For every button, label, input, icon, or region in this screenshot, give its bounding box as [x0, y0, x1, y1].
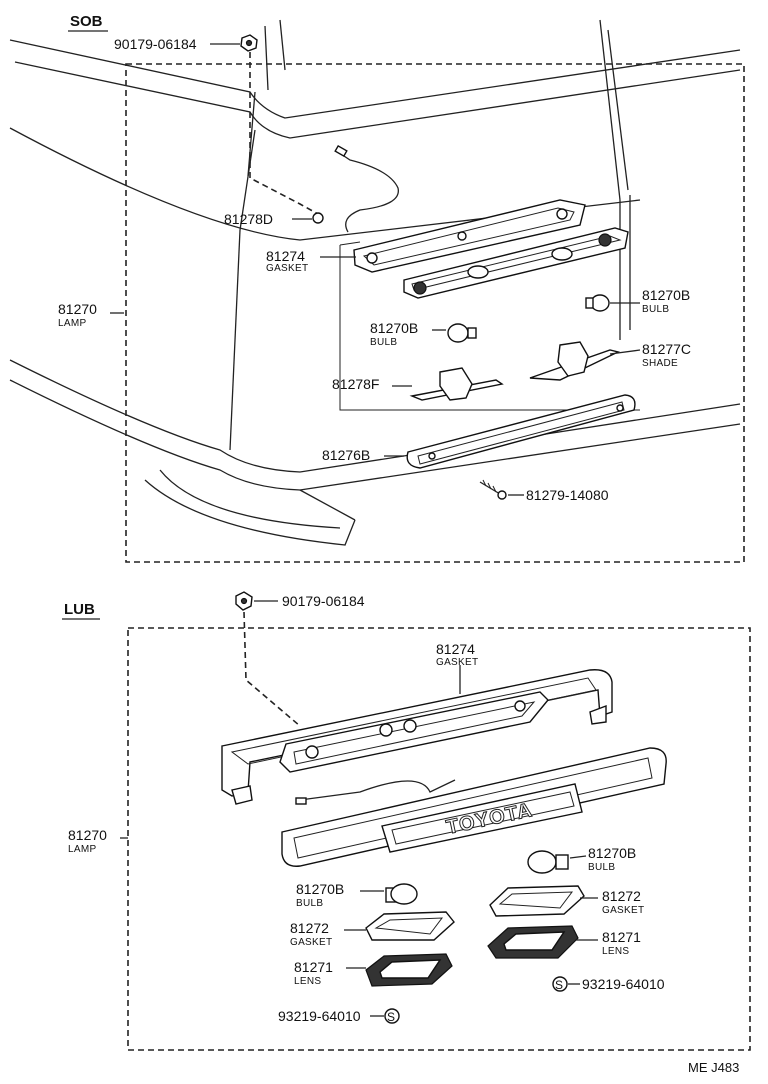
lub-label-81272-right-sub: GASKET — [602, 905, 644, 916]
sob-shade — [529, 341, 621, 381]
lub-gasket-left — [365, 911, 455, 941]
wire-harness — [337, 151, 399, 233]
wire-connector — [334, 144, 348, 158]
lub-label-81271-right: 81271 — [602, 929, 641, 945]
lub-heading: LUB — [64, 601, 95, 618]
lub-gasket-right — [489, 885, 585, 917]
lub-label-81272-right: 81272 — [602, 888, 641, 904]
lub-label-81274-sub: GASKET — [436, 657, 478, 668]
wire-connector — [295, 797, 307, 805]
lub-label-81274: 81274 — [436, 641, 475, 657]
bulb-icon — [527, 850, 557, 874]
clip-icon — [312, 212, 324, 224]
lub-label-81271-left: 81271 — [294, 959, 333, 975]
lub-gasket — [221, 669, 613, 805]
sob-label-81274: 81274 — [266, 248, 305, 264]
sob-label-nut-top: 90179-06184 — [114, 36, 197, 52]
sob-label-81270b-right-sub: BULB — [642, 304, 669, 315]
sob-bulb-left — [447, 323, 477, 343]
sob-boundary — [125, 63, 745, 563]
lub-wire-harness — [299, 779, 456, 801]
screw-icon — [497, 490, 507, 500]
lub-label-81270b-left: 81270B — [296, 881, 344, 897]
lub-label-81270b-left-sub: BULB — [296, 898, 323, 909]
sob-heading: SOB — [70, 13, 103, 30]
lub-label-81272-left: 81272 — [290, 920, 329, 936]
sob-label-81270-lamp: 81270 — [58, 301, 97, 317]
sob-label-81270b-left: 81270B — [370, 320, 418, 336]
sob-label-81278d: 81278D — [224, 211, 273, 227]
sob-label-81274-sub: GASKET — [266, 263, 308, 274]
lub-bulb-right — [527, 850, 569, 874]
screw-symbol-text: S — [555, 978, 563, 992]
lub-label-screw-left: 93219-64010 — [278, 1008, 361, 1024]
sob-label-81278f: 81278F — [332, 376, 379, 392]
lub-boundary — [127, 627, 751, 1051]
sob-nut-top — [210, 34, 319, 215]
sob-label-81270b-left-sub: BULB — [370, 337, 397, 348]
lub-label-81270b-right-sub: BULB — [588, 862, 615, 873]
lub-bulb-left — [385, 883, 418, 905]
sob-gasket — [353, 199, 586, 273]
sob-label-screw: 81279-14080 — [526, 487, 609, 503]
lub-label-81271-right-sub: LENS — [602, 946, 629, 957]
sob-label-81277c: 81277C — [642, 341, 691, 357]
lub-label-81271-left-sub: LENS — [294, 976, 321, 987]
sob-label-81276b: 81276B — [322, 447, 370, 463]
sob-vehicle-body — [9, 19, 741, 546]
sob-label-81270b-right: 81270B — [642, 287, 690, 303]
lub-nut-top — [235, 591, 301, 727]
lub-label-81270-lamp-sub: LAMP — [68, 844, 96, 855]
lub-screw-right: S — [552, 976, 580, 992]
screw-symbol-icon — [384, 1008, 400, 1024]
bulb-icon — [390, 883, 418, 905]
bulb-icon — [447, 323, 469, 343]
lub-label-81270-lamp: 81270 — [68, 827, 107, 843]
bulb-icon — [590, 294, 610, 312]
sob-section: SOB — [9, 13, 745, 563]
sob-label-81277c-sub: SHADE — [642, 358, 678, 369]
lub-label-screw-right: 93219-64010 — [582, 976, 665, 992]
sob-bulb-right — [585, 294, 610, 312]
lub-lens-right — [487, 925, 579, 959]
lub-screw-left: S — [370, 1008, 400, 1024]
lub-lens-left — [365, 953, 453, 987]
sob-lens-bar — [406, 394, 636, 469]
sob-lamp-housing — [403, 227, 629, 299]
lub-label-81272-left-sub: GASKET — [290, 937, 332, 948]
sob-label-81270-lamp-sub: LAMP — [58, 318, 86, 329]
sob-bracket-81278f — [409, 367, 504, 401]
screw-symbol-text: S — [387, 1010, 395, 1024]
screw-symbol-icon — [552, 976, 568, 992]
lub-label-nut-top: 90179-06184 — [282, 593, 365, 609]
lub-label-81270b-right: 81270B — [588, 845, 636, 861]
lub-section: LUB 90179-06184 81274 GASKET — [62, 591, 751, 1051]
sob-screw — [479, 479, 507, 500]
footer-code: ME J483 — [688, 1060, 739, 1075]
